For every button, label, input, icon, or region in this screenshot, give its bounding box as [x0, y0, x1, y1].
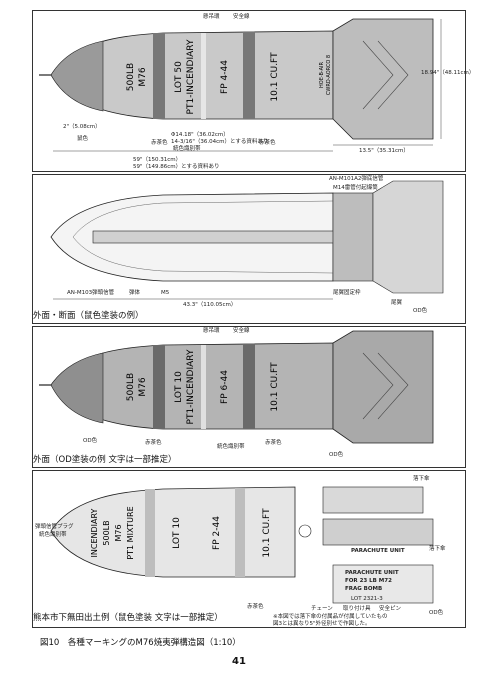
- stencil-cuft-ex: 10.1 CU.FT: [262, 508, 272, 558]
- label-chute-box2: PARACHUTE UNIT FOR 23 LB M72 FRAG BOMB: [345, 570, 399, 592]
- parachute-unit-3: [332, 564, 434, 604]
- label-bottom-od2: OD色: [329, 452, 344, 458]
- label-right-mid: M14雷管付起爆筒: [333, 185, 378, 191]
- band-ident-od: [201, 345, 206, 429]
- tail-fin-section: [372, 180, 444, 294]
- stencil-500lb: 500LB: [126, 63, 136, 91]
- band-ident: [201, 33, 206, 119]
- stencil-fp: FP 4-44: [220, 60, 230, 94]
- tail-frame: [332, 192, 374, 282]
- panel-excavated: INCENDIARY 500LB M76 PT1 MIXTURE LOT 10 …: [32, 470, 466, 628]
- stencil-cuft: 10.1 CU.FT: [270, 52, 280, 102]
- stencil-pt1-od: PT1-INCENDIARY: [186, 349, 196, 424]
- band-2: [243, 32, 255, 119]
- label-left-ident: 統色識別帯: [39, 532, 67, 538]
- panel-caption-2: 外面・断面（鼠色塗装の例）: [33, 311, 144, 321]
- label-side-dim: 2"（5.08cm）: [63, 124, 101, 130]
- bomb-drawing-2: [50, 180, 444, 300]
- label-height-dim: 18.94"（48.11cm）: [421, 70, 475, 76]
- label-od: OD色: [413, 308, 428, 314]
- note-2: 14-3/16"（36.04cm）とする資料あり: [171, 139, 269, 145]
- label-right-top: AN-M101A2弾底信管: [329, 176, 384, 182]
- bomb-drawing-3: 500LB M76 LOT 10 PT1-INCENDIARY FP 6-44 …: [39, 330, 434, 444]
- label-bottom-od: OD色: [83, 438, 98, 444]
- label-bottom-ident: 統色識別帯: [173, 146, 201, 152]
- label-frame: 尾翼固定枠: [333, 290, 361, 296]
- bomb-nose-od: [50, 352, 104, 424]
- label-red: 赤茶色: [247, 604, 264, 610]
- stencil-lot-od: LOT 10: [174, 371, 184, 403]
- stencil-cuft-od: 10.1 CU.FT: [270, 362, 280, 412]
- label-bottom-red2: 赤茶色: [259, 140, 276, 146]
- stencil-500lb-ex: 500LB: [102, 520, 111, 545]
- stencil-pt1-mixture: PT1 MIXTURE: [126, 506, 135, 559]
- stencil-tail-a: HOE-B-AIR: [319, 61, 325, 88]
- label-filler: M5: [161, 290, 170, 296]
- label-chute: 落下傘: [413, 476, 430, 482]
- page-number: 41: [232, 656, 246, 667]
- label-bottom-gray: 鼠色: [77, 136, 89, 142]
- band-2-excavated: [235, 488, 245, 577]
- label-top-safety: 安全線: [233, 14, 250, 20]
- stencil-m76: M76: [138, 67, 148, 86]
- stencil-incendiary: INCENDIARY: [90, 508, 99, 557]
- label-length-dim: 43.3"（110.05cm）: [183, 302, 237, 308]
- panel-outer-gray: 500LB M76 LOT 50 PT1-INCENDIARY FP 4-44 …: [32, 10, 474, 172]
- label-chute-box: PARACHUTE UNIT: [351, 548, 405, 554]
- stencil-tail-b: CWRD-AORCO 8: [326, 55, 332, 95]
- figure-caption: 図10 各種マーキングのM76焼夷弾構造図（1:10）: [40, 638, 241, 648]
- label-lot: LOT 2321-3: [351, 596, 383, 602]
- stencil-lot: LOT 50: [174, 61, 184, 93]
- label-od-ex: OD色: [429, 610, 444, 616]
- panel-caption-4: 熊本市下無田出土例（鼠色塗装 文字は一部推定）: [33, 613, 223, 623]
- parachute-unit-2: [322, 518, 434, 546]
- label-mount: 取り付け具: [343, 606, 371, 612]
- label-top-safety-od: 安全線: [233, 328, 250, 334]
- label-bottom-red: 赤茶色: [151, 140, 168, 146]
- burster-tube: [92, 230, 344, 244]
- label-top-pipe-od: 懸吊環: [203, 328, 220, 334]
- stencil-m76-od: M76: [138, 377, 148, 396]
- stencil-lot-ex: LOT 10: [172, 517, 182, 549]
- note-b: 図3とは異なり5"外径別せで作図した。: [273, 621, 371, 627]
- mount-ring: [298, 524, 312, 538]
- label-pin: 安全ピン: [379, 606, 402, 612]
- label-chute2: 落下傘: [429, 546, 446, 552]
- label-chain: チェーン: [311, 606, 333, 612]
- bomb-body-excavated: [50, 486, 296, 578]
- note-a: ※本図では落下傘の付属品が付属していたもの: [273, 614, 388, 620]
- note-4: 59"（149.86cm）とする資料あり: [133, 164, 220, 170]
- panel-outer-od: 500LB M76 LOT 10 PT1-INCENDIARY FP 6-44 …: [32, 326, 466, 468]
- label-ident-od: 統色識別帯: [217, 444, 245, 450]
- stencil-fp-ex: FP 2-44: [212, 516, 222, 550]
- bomb-drawing-1: 500LB M76 LOT 50 PT1-INCENDIARY FP 4-44 …: [39, 18, 442, 152]
- stencil-fp-od: FP 6-44: [220, 370, 230, 404]
- bomb-drawing-4: INCENDIARY 500LB M76 PT1 MIXTURE LOT 10 …: [50, 486, 434, 604]
- label-top-pipe: 懸吊環: [203, 14, 220, 20]
- band-1: [153, 33, 165, 119]
- note-1: Φ14.18"（36.02cm）: [171, 132, 229, 138]
- panel-caption-3: 外面（OD塗装の例 文字は一部推定）: [33, 455, 177, 465]
- stencil-pt1: PT1-INCENDIARY: [186, 39, 196, 114]
- label-bottom-red-od: 赤茶色: [145, 440, 162, 446]
- band-2-od: [243, 344, 255, 429]
- parachute-unit-1: [322, 486, 424, 514]
- tail-fin: [332, 18, 434, 140]
- label-tail-dim: 13.5"（35.31cm）: [359, 148, 409, 154]
- label-left-plug: 弾頭信管プラグ: [35, 524, 74, 530]
- label-shell: 弾体: [129, 290, 141, 296]
- stencil-m76-ex: M76: [114, 524, 123, 541]
- label-fins: 尾翼: [391, 300, 403, 306]
- label-bottom-red2-od: 赤茶色: [265, 440, 282, 446]
- panel-section: AN-M101A2弾底信管 M14雷管付起爆筒 AN-M103弾頭信管 弾体 M…: [32, 174, 466, 324]
- note-3: 59"（150.31cm）: [133, 157, 182, 163]
- tail-fin-od: [332, 330, 434, 444]
- stencil-500lb-od: 500LB: [126, 373, 136, 401]
- label-left-bottom: AN-M103弾頭信管: [67, 290, 115, 296]
- band-1-od: [153, 345, 165, 429]
- bomb-nose: [50, 40, 104, 112]
- band-1-excavated: [145, 489, 155, 577]
